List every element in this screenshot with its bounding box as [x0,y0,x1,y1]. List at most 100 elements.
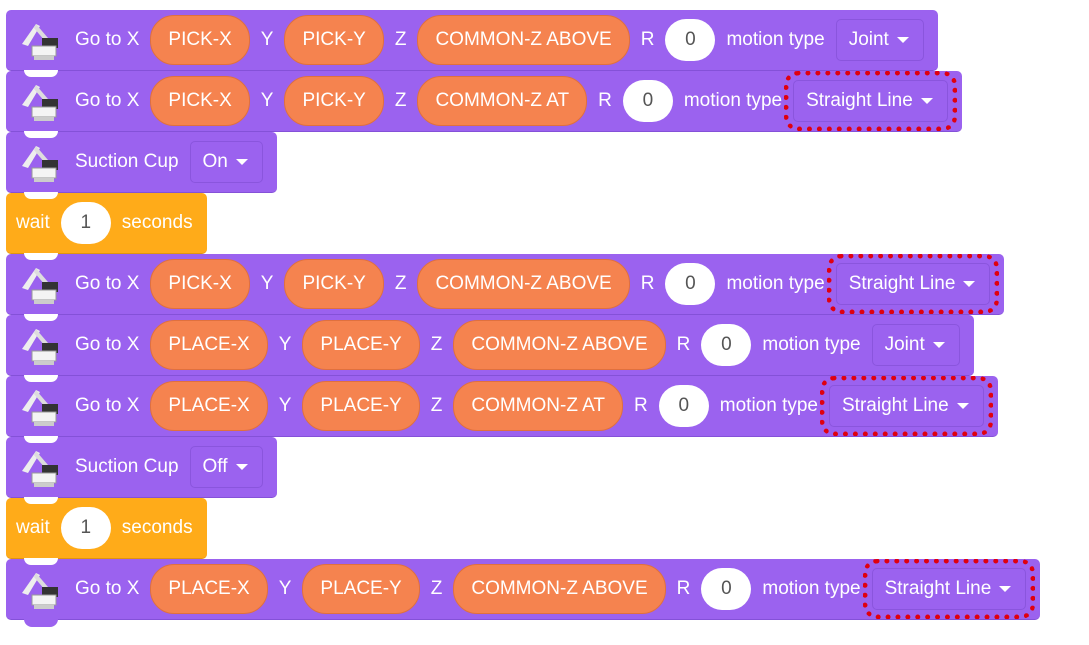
r-input[interactable]: 0 [658,385,709,427]
y-label: Y [278,334,292,355]
z-label: Z [394,90,407,111]
z-label: Z [430,578,443,599]
r-input[interactable]: 0 [622,80,673,122]
y-label: Y [278,395,292,416]
suction-state-dropdown[interactable]: Off [189,446,263,488]
motion-type-value: Joint [884,334,925,355]
go-to-label: Go to X [75,395,140,416]
suction-state-dropdown[interactable]: On [189,141,263,183]
chevron-down-icon [963,281,976,287]
motion-type-dropdown[interactable]: Straight Line [784,71,957,131]
z-reporter[interactable]: COMMON-Z ABOVE [417,15,630,65]
wait-label: wait [16,212,50,233]
go-to-label: Go to X [75,90,140,111]
y-label: Y [260,29,274,50]
robot-arm-icon [18,262,64,306]
robot-arm-icon [18,445,64,489]
motion-type-value: Straight Line [806,90,913,111]
z-reporter[interactable]: COMMON-Z AT [417,76,588,126]
wait-label: wait [16,517,50,538]
x-reporter[interactable]: PICK-X [150,76,250,126]
go-to-label: Go to X [75,29,140,50]
z-label: Z [430,395,443,416]
motion-type-label: motion type [719,395,818,416]
chevron-down-icon [235,464,248,470]
motion-type-dropdown[interactable]: Joint [835,19,924,61]
z-reporter[interactable]: COMMON-Z ABOVE [453,320,666,370]
wait-block[interactable]: wait 1 seconds [6,497,207,559]
motion-type-value: Joint [848,29,889,50]
chevron-down-icon [896,37,909,43]
y-label: Y [260,273,274,294]
z-reporter[interactable]: COMMON-Z ABOVE [453,564,666,614]
r-input[interactable]: 0 [665,19,716,61]
motion-type-value: Straight Line [848,273,956,294]
r-label: R [676,334,691,355]
y-reporter[interactable]: PICK-Y [284,259,384,309]
wait-block[interactable]: wait 1 seconds [6,192,207,254]
y-reporter[interactable]: PICK-Y [284,15,384,65]
motion-type-label: motion type [683,90,783,111]
seconds-label: seconds [121,212,193,233]
chevron-down-icon [956,403,969,409]
wait-seconds-input[interactable]: 1 [60,507,111,549]
y-reporter[interactable]: PLACE-Y [302,320,420,370]
motion-type-dropdown[interactable]: Straight Line [862,559,1036,619]
suction-state-value: On [202,151,228,172]
go-to-label: Go to X [75,578,140,599]
x-reporter[interactable]: PICK-X [150,15,250,65]
chevron-down-icon [932,342,945,348]
y-reporter[interactable]: PLACE-Y [302,381,420,431]
motion-type-value: Straight Line [884,578,992,599]
motion-type-dropdown[interactable]: Straight Line [826,254,1000,314]
x-reporter[interactable]: PLACE-X [150,381,268,431]
y-reporter[interactable]: PLACE-Y [302,564,420,614]
suction-state-value: Off [202,456,228,477]
chevron-down-icon [235,159,248,165]
seconds-label: seconds [121,517,193,538]
r-input[interactable]: 0 [701,568,752,610]
motion-type-label: motion type [726,29,825,50]
z-label: Z [394,29,407,50]
r-label: R [634,395,648,416]
z-label: Z [430,334,443,355]
wait-seconds-input[interactable]: 1 [60,202,111,244]
z-reporter[interactable]: COMMON-Z ABOVE [417,259,630,309]
y-reporter[interactable]: PICK-Y [284,76,384,126]
r-input[interactable]: 0 [665,263,716,305]
robot-arm-icon [18,79,64,123]
suction-cup-label: Suction Cup [75,151,179,172]
x-reporter[interactable]: PICK-X [150,259,250,309]
motion-type-dropdown[interactable]: Joint [871,324,960,366]
y-label: Y [260,90,274,111]
r-label: R [676,578,691,599]
suction-cup-block[interactable]: Suction Cup On [6,131,277,193]
go-to-label: Go to X [75,273,140,294]
x-reporter[interactable]: PLACE-X [150,320,268,370]
robot-arm-icon [18,323,64,367]
r-label: R [640,29,655,50]
motion-type-dropdown[interactable]: Straight Line [820,376,993,436]
suction-cup-block[interactable]: Suction Cup Off [6,436,277,498]
x-reporter[interactable]: PLACE-X [150,564,268,614]
go-to-label: Go to X [75,334,140,355]
motion-type-value: Straight Line [842,395,949,416]
robot-arm-icon [18,384,64,428]
motion-type-label: motion type [726,273,825,294]
z-reporter[interactable]: COMMON-Z AT [453,381,624,431]
r-input[interactable]: 0 [701,324,752,366]
motion-type-label: motion type [762,334,861,355]
z-label: Z [394,273,407,294]
robot-arm-icon [18,567,64,611]
r-label: R [598,90,612,111]
robot-arm-icon [18,140,64,184]
motion-type-label: motion type [762,578,861,599]
suction-cup-label: Suction Cup [75,456,179,477]
